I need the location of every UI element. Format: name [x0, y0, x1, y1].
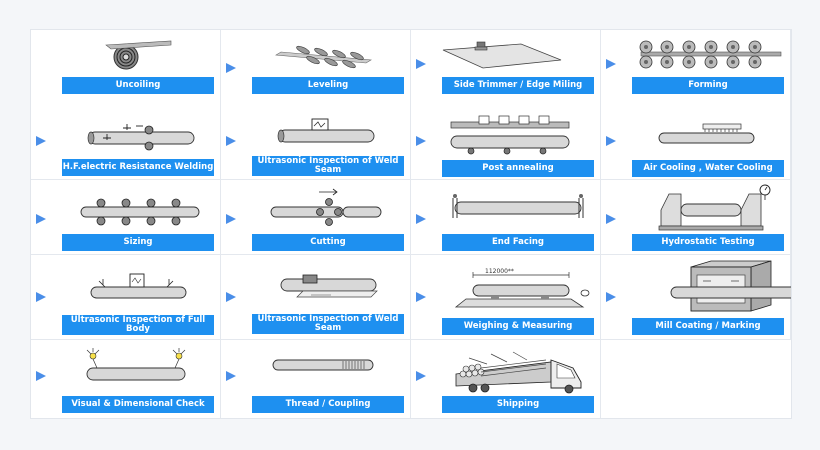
flow-arrow-icon — [606, 59, 616, 69]
coil-icon — [105, 40, 172, 70]
annealing-icon — [450, 115, 570, 155]
truck-icon — [455, 351, 582, 394]
ultrasonic-weld-icon — [277, 118, 375, 143]
step-ultrasonic-seam: Ultrasonic Inspection of Weld Seam — [221, 255, 411, 340]
measurement-label: 112000** — [485, 268, 514, 275]
step-ultrasonic-body: Ultrasonic Inspection of Full Body — [31, 255, 221, 340]
step-label: Weighing & Measuring — [442, 318, 594, 335]
step-label: Hydrostatic Testing — [632, 234, 784, 251]
step-thread-coupling: Thread / Coupling — [221, 340, 411, 418]
flow-arrow-icon — [36, 136, 46, 146]
leveling-rollers-icon — [275, 45, 372, 69]
sizing-rollers-icon — [80, 198, 200, 226]
step-label: Uncoiling — [62, 77, 214, 94]
step-cooling: Air Cooling , Water Cooling — [601, 100, 791, 180]
flow-arrow-icon — [416, 59, 426, 69]
ultrasonic-seam-icon — [280, 274, 378, 298]
flow-arrow-icon — [36, 292, 46, 302]
flow-arrow-icon — [416, 292, 426, 302]
flow-arrow-icon — [226, 136, 236, 146]
flow-arrow-icon — [606, 214, 616, 224]
step-hydrostatic: Hydrostatic Testing — [601, 180, 791, 255]
cooling-icon — [658, 123, 755, 144]
step-label: Cutting — [252, 234, 404, 251]
flow-arrow-icon — [416, 136, 426, 146]
step-forming: Forming — [601, 30, 791, 110]
step-end-facing: End Facing — [411, 180, 601, 255]
step-leveling: Leveling — [221, 30, 411, 110]
cutting-saw-icon — [270, 188, 382, 226]
step-label: Forming — [632, 77, 784, 94]
step-weighing: 112000** Weighing & Measuring — [411, 255, 601, 340]
inspection-light-icon — [86, 348, 186, 381]
end-facing-icon — [452, 194, 584, 218]
scale-icon: 112000** — [454, 268, 590, 308]
step-label: Visual & Dimensional Check — [62, 396, 214, 413]
step-label: Ultrasonic Inspection of Full Body — [62, 315, 214, 335]
flow-arrow-icon — [416, 214, 426, 224]
step-erw-welding: H.F.electric Resistance Welding — [31, 100, 221, 180]
flow-arrow-icon — [226, 63, 236, 73]
step-label: End Facing — [442, 234, 594, 251]
flow-arrow-icon — [36, 371, 46, 381]
step-label: H.F.electric Resistance Welding — [62, 159, 214, 176]
step-side-trimmer: Side Trimmer / Edge Miling — [411, 30, 601, 110]
step-sizing: Sizing — [31, 180, 221, 255]
step-ultrasonic-weld: Ultrasonic Inspection of Weld Seam — [221, 100, 411, 180]
flow-arrow-icon — [226, 371, 236, 381]
empty-cell — [601, 340, 791, 418]
step-uncoiling: Uncoiling — [31, 30, 221, 110]
step-label: Air Cooling , Water Cooling — [632, 160, 784, 177]
step-post-annealing: Post annealing — [411, 100, 601, 180]
coating-box-icon — [670, 260, 791, 312]
step-label: Ultrasonic Inspection of Weld Seam — [252, 314, 404, 334]
flow-arrow-icon — [416, 371, 426, 381]
flow-arrow-icon — [226, 214, 236, 224]
step-label: Ultrasonic Inspection of Weld Seam — [252, 156, 404, 176]
step-label: Side Trimmer / Edge Miling — [442, 77, 594, 94]
step-label: Leveling — [252, 77, 404, 94]
step-label: Thread / Coupling — [252, 396, 404, 413]
flow-arrow-icon — [606, 292, 616, 302]
step-cutting: Cutting — [221, 180, 411, 255]
erw-welding-icon — [87, 124, 195, 151]
flow-arrow-icon — [606, 136, 616, 146]
step-label: Shipping — [442, 396, 594, 413]
process-flow-grid: Uncoiling Leveling Side Trimmer / Edge M… — [30, 29, 792, 419]
threaded-pipe-icon — [272, 359, 374, 371]
plate-trimmer-icon — [442, 41, 562, 69]
hydrostatic-test-icon — [658, 184, 771, 231]
ultrasonic-body-icon — [90, 273, 187, 299]
step-label: Post annealing — [442, 160, 594, 177]
forming-rollers-icon — [639, 40, 782, 69]
step-mill-coating: Mill Coating / Marking — [601, 255, 791, 340]
step-shipping: Shipping — [411, 340, 601, 418]
step-label: Mill Coating / Marking — [632, 318, 784, 335]
step-label: Sizing — [62, 234, 214, 251]
step-visual-check: Visual & Dimensional Check — [31, 340, 221, 418]
flow-arrow-icon — [226, 292, 236, 302]
flow-arrow-icon — [36, 214, 46, 224]
